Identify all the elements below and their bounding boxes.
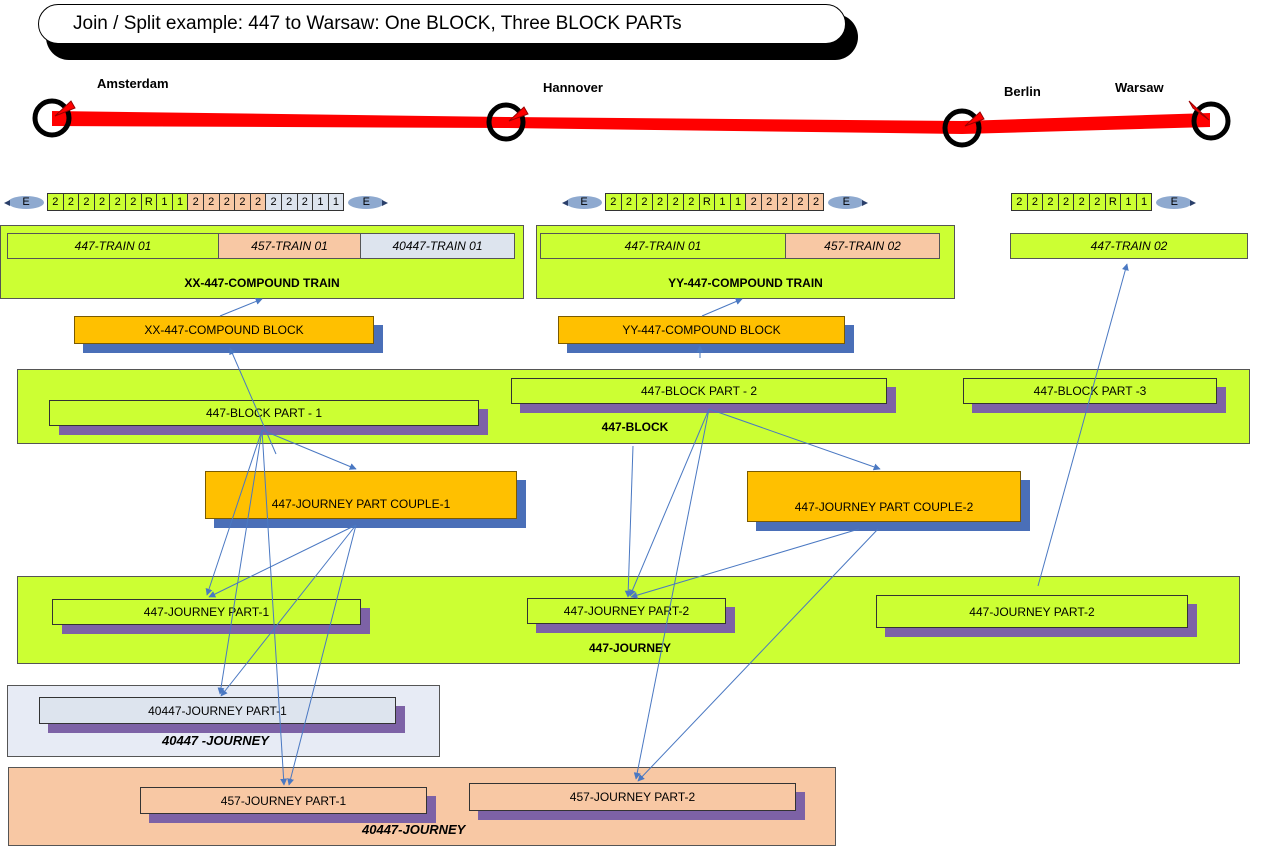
journey-40447-part-1: 40447-JOURNEY PART-1 <box>39 697 396 724</box>
journey-40447-label: 40447 -JOURNEY <box>162 733 269 748</box>
train-cell: 457-TRAIN 02 <box>785 233 940 259</box>
journey-part-1: 447-JOURNEY PART-1 <box>52 599 361 625</box>
xx-compound-train-label: XX-447-COMPOUND TRAIN <box>184 276 340 290</box>
wagon: 2 <box>776 193 794 211</box>
journey-part-couple-2: 447-JOURNEY PART COUPLE-2 <box>747 471 1021 522</box>
wagon: 2 <box>807 193 825 211</box>
journey-457-part-2: 457-JOURNEY PART-2 <box>469 783 796 811</box>
wagon: 2 <box>745 193 762 211</box>
wagon: 2 <box>62 193 80 211</box>
wagon: 2 <box>109 193 126 211</box>
wagon: 2 <box>47 193 64 211</box>
wagon: 2 <box>636 193 653 211</box>
wagon: 1 <box>156 193 173 211</box>
wagon: 1 <box>1135 193 1153 211</box>
wagon: R <box>698 193 716 211</box>
train-cell: 457-TRAIN 01 <box>218 233 361 259</box>
wagon: 2 <box>1073 193 1090 211</box>
block-part-1: 447-BLOCK PART - 1 <box>49 400 479 426</box>
consist-single: 2 2 2 2 2 2 R 1 1 E <box>1011 193 1197 211</box>
train-cell: 447-TRAIN 01 <box>7 233 219 259</box>
wagon: 2 <box>187 193 204 211</box>
consist-xx: E 2 2 2 2 2 2 R 1 1 2 2 2 2 2 2 2 2 1 1 … <box>4 193 389 211</box>
station-marker-warsaw <box>1188 100 1231 141</box>
wagon: 2 <box>667 193 684 211</box>
journey-label: 447-JOURNEY <box>588 641 672 655</box>
wagon: 2 <box>218 193 236 211</box>
wagon: 2 <box>249 193 267 211</box>
wagon: 2 <box>296 193 314 211</box>
wagon: R <box>1104 193 1122 211</box>
block-label: 447-BLOCK <box>601 420 669 434</box>
locomotive-icon: E <box>344 193 389 211</box>
wagon: 2 <box>620 193 638 211</box>
wagon: R <box>140 193 158 211</box>
wagon: 2 <box>1042 193 1059 211</box>
block-part-2: 447-BLOCK PART - 2 <box>511 378 887 404</box>
station-marker-hannover <box>486 102 529 142</box>
wagon: 2 <box>124 193 142 211</box>
journey-457-label: 40447-JOURNEY <box>362 822 466 837</box>
wagon: 1 <box>729 193 747 211</box>
locomotive-icon: E <box>562 193 606 211</box>
wagon: 2 <box>651 193 669 211</box>
journey-part-2-warsaw: 447-JOURNEY PART-2 <box>876 595 1188 628</box>
wagon: 1 <box>1120 193 1137 211</box>
wagon: 1 <box>171 193 189 211</box>
wagon: 2 <box>792 193 809 211</box>
yy-train-cells: 447-TRAIN 01 457-TRAIN 02 <box>540 233 940 259</box>
block-part-3: 447-BLOCK PART -3 <box>963 378 1217 404</box>
xx-train-cells: 447-TRAIN 01 457-TRAIN 01 40447-TRAIN 01 <box>7 233 515 259</box>
journey-457-part-1: 457-JOURNEY PART-1 <box>140 787 427 814</box>
station-marker-amsterdam <box>32 98 76 138</box>
wagon: 2 <box>93 193 111 211</box>
wagon: 2 <box>1011 193 1028 211</box>
diagram-title: Join / Split example: 447 to Warsaw: One… <box>38 4 846 44</box>
wagon: 2 <box>605 193 622 211</box>
wagon: 2 <box>78 193 95 211</box>
city-label-amsterdam: Amsterdam <box>97 76 169 91</box>
wagon: 2 <box>760 193 778 211</box>
train-cell: 447-TRAIN 01 <box>540 233 786 259</box>
city-label-warsaw: Warsaw <box>1115 80 1164 95</box>
wagon: 2 <box>682 193 700 211</box>
city-label-berlin: Berlin <box>1004 84 1041 99</box>
train-cell: 40447-TRAIN 01 <box>360 233 515 259</box>
wagon: 2 <box>280 193 298 211</box>
locomotive-icon: E <box>824 193 869 211</box>
yy-compound-block: YY-447-COMPOUND BLOCK <box>558 316 845 344</box>
route-line-berlin-warsaw <box>962 113 1210 134</box>
wagon: 2 <box>265 193 282 211</box>
single-train-cells: 447-TRAIN 02 <box>1010 233 1248 259</box>
route-line-amsterdam-hannover <box>52 111 506 128</box>
yy-compound-train-label: YY-447-COMPOUND TRAIN <box>668 276 823 290</box>
wagon: 1 <box>312 193 329 211</box>
city-label-hannover: Hannover <box>543 80 603 95</box>
route-line-hannover-berlin <box>506 117 962 134</box>
journey-part-couple-1: 447-JOURNEY PART COUPLE-1 <box>205 471 517 519</box>
wagon: 2 <box>202 193 220 211</box>
wagon: 2 <box>1026 193 1044 211</box>
wagon: 2 <box>1057 193 1075 211</box>
journey-part-2: 447-JOURNEY PART-2 <box>527 598 726 624</box>
locomotive-icon: E <box>1152 193 1197 211</box>
wagon: 2 <box>1088 193 1106 211</box>
train-cell: 447-TRAIN 02 <box>1010 233 1248 259</box>
wagon: 2 <box>234 193 251 211</box>
wagon: 1 <box>327 193 345 211</box>
consist-yy: E 2 2 2 2 2 2 R 1 1 2 2 2 2 2 E <box>562 193 869 211</box>
xx-compound-block: XX-447-COMPOUND BLOCK <box>74 316 374 344</box>
station-marker-berlin <box>942 108 985 148</box>
locomotive-icon: E <box>4 193 48 211</box>
wagon: 1 <box>714 193 731 211</box>
